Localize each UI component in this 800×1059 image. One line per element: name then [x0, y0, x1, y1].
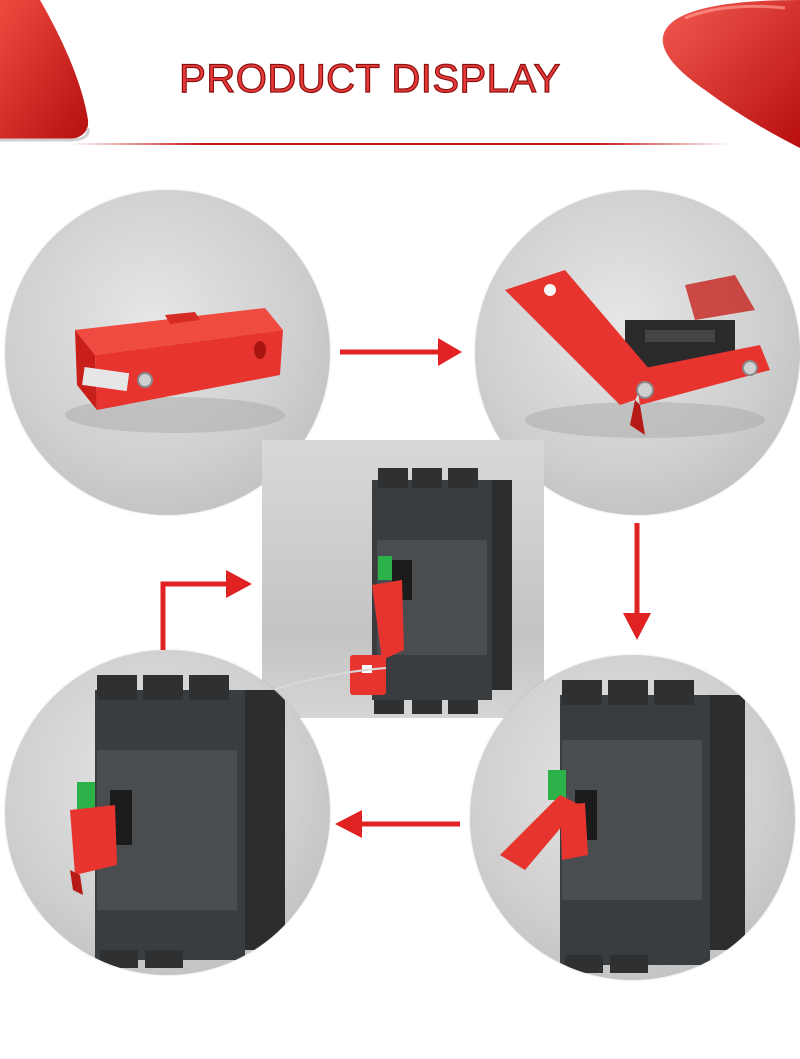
arrow-up-right-icon — [160, 570, 252, 650]
arrow-right-icon — [340, 338, 462, 366]
red-corner-decoration-right — [662, 0, 800, 148]
photo-breaker-lockout-angled — [470, 655, 795, 980]
arrow-left-icon — [335, 810, 460, 838]
header-banner: PRODUCT DISPLAY — [0, 0, 800, 160]
svg-text:PRODUCT DISPLAY: PRODUCT DISPLAY — [179, 57, 561, 101]
title-text-graphic: PRODUCT DISPLAY — [179, 56, 561, 101]
photo-lockout-device-open — [475, 190, 800, 515]
photo-breaker-padlock-cable — [262, 440, 544, 718]
red-corner-decoration-left — [0, 0, 90, 142]
breaker-lockout-angled-icon — [500, 680, 745, 973]
breaker-padlock-cable-icon — [271, 468, 512, 714]
page-title: PRODUCT DISPLAY — [0, 54, 740, 112]
breaker-lockout-closed-icon — [70, 675, 285, 968]
header-divider — [70, 143, 730, 145]
arrow-down-icon — [623, 523, 651, 640]
lockout-device-open-icon — [505, 270, 770, 438]
lockout-device-closed-icon — [65, 308, 285, 433]
photo-breaker-lockout-closed — [5, 650, 330, 975]
